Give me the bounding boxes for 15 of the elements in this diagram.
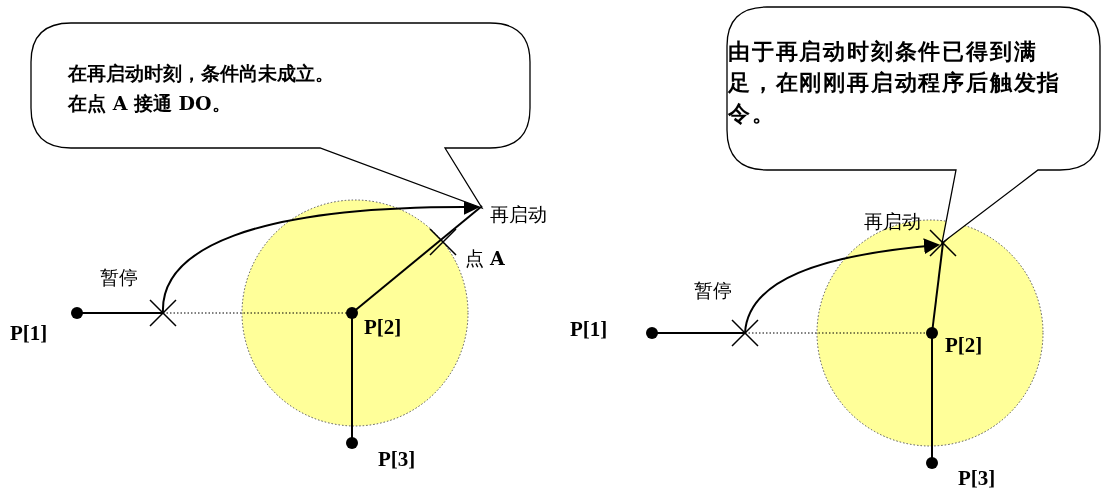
point-label: P[1] — [10, 322, 48, 344]
speech-bubble — [726, 6, 1104, 246]
callout-text: 在再启动时刻，条件尚未成立。 — [68, 61, 335, 86]
point-label: P[2] — [364, 316, 402, 338]
point-label: P[3] — [958, 467, 996, 489]
point-label: P[3] — [378, 448, 416, 470]
event-label: 再启动 — [490, 203, 547, 225]
point-label: P[2] — [945, 334, 983, 356]
point-label: P[1] — [570, 318, 608, 340]
event-label: 点 A — [465, 247, 505, 269]
callout-text: 在点 A 接通 DO。 — [68, 91, 232, 116]
callout-text: 由于再启动时刻条件已得到满足，在刚刚再启动程序后触发指令。 — [728, 37, 1063, 128]
event-label: 暂停 — [694, 279, 732, 301]
event-label: 暂停 — [100, 266, 138, 288]
event-label: 再启动 — [864, 210, 921, 232]
